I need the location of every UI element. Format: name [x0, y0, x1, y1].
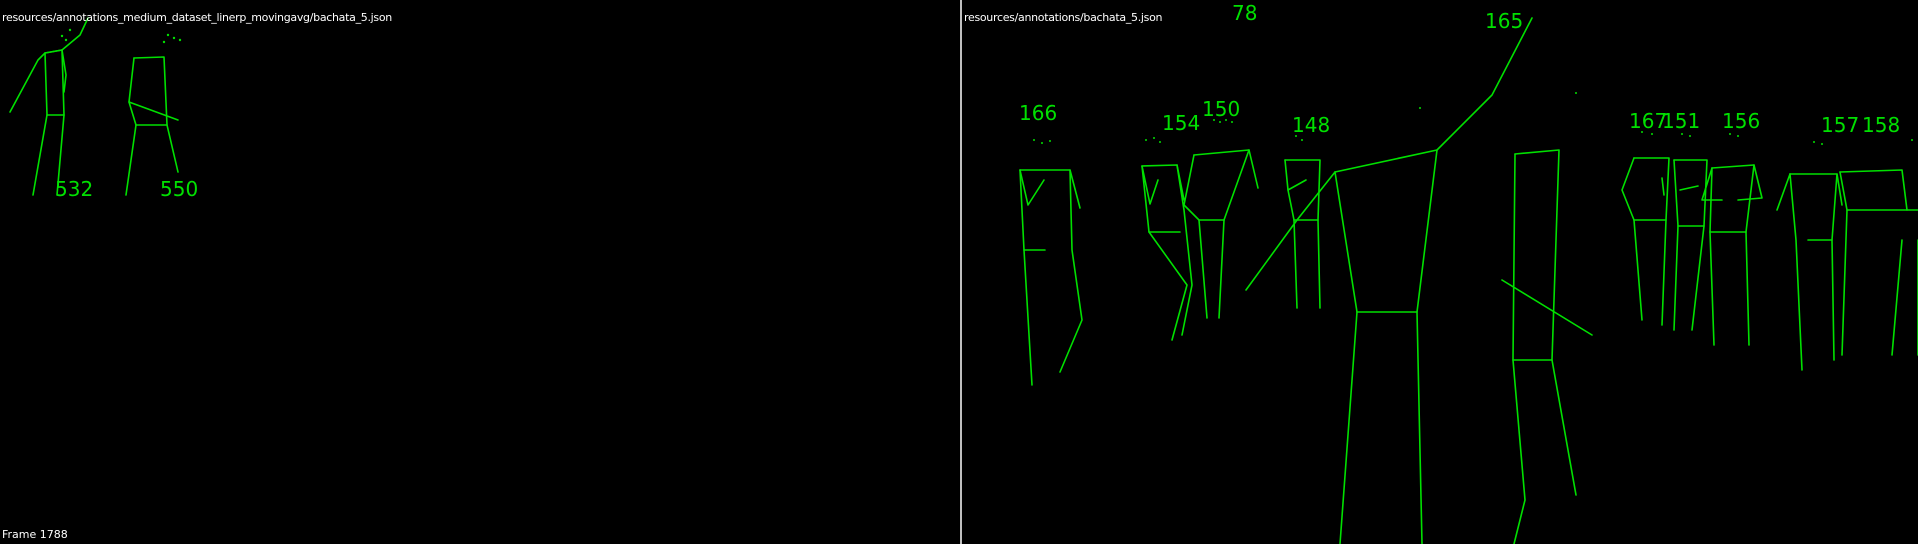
skeleton-550	[125, 33, 182, 196]
skeleton-157	[1776, 141, 1843, 371]
person-id-label: 151	[1662, 109, 1700, 133]
right-pose-panel: 78 165 166 154 150 148 167 151 156 157 1…	[962, 0, 1918, 544]
panel-divider	[960, 0, 962, 544]
skeleton-532	[9, 17, 89, 196]
skeleton-158	[1839, 139, 1918, 356]
person-id-label: 78	[1232, 1, 1257, 25]
skeleton-166	[1019, 139, 1083, 386]
frame-counter: Frame 1788	[2, 528, 68, 541]
left-pose-panel: 532 550 resources/annotations_medium_dat…	[2, 11, 393, 541]
skeleton-156	[1701, 133, 1763, 346]
left-skeleton-canvas: 532 550	[9, 17, 198, 201]
person-id-label: 157	[1821, 113, 1859, 137]
person-id-label: 550	[160, 177, 198, 201]
person-id-label: 150	[1202, 97, 1240, 121]
left-file-path: resources/annotations_medium_dataset_lin…	[2, 11, 392, 24]
skeleton-unlabeled	[1501, 149, 1593, 544]
person-id-label: 165	[1485, 9, 1523, 33]
skeleton-154	[1141, 137, 1193, 341]
person-id-label: 158	[1862, 113, 1900, 137]
right-skeleton-canvas: 78 165 166 154 150 148 167 151 156 157 1…	[1019, 1, 1918, 544]
skeleton-165	[1245, 17, 1577, 544]
skeleton-151	[1673, 133, 1708, 331]
skeleton-167	[1621, 131, 1670, 326]
skeleton-148	[1284, 135, 1321, 309]
person-id-label: 532	[55, 177, 93, 201]
person-id-label: 156	[1722, 109, 1760, 133]
right-file-path: resources/annotations/bachata_5.json	[964, 11, 1163, 24]
skeleton-150	[1183, 119, 1259, 319]
person-id-label: 166	[1019, 101, 1057, 125]
person-id-label: 154	[1162, 111, 1200, 135]
person-id-label: 167	[1629, 109, 1667, 133]
person-id-label: 148	[1292, 113, 1330, 137]
